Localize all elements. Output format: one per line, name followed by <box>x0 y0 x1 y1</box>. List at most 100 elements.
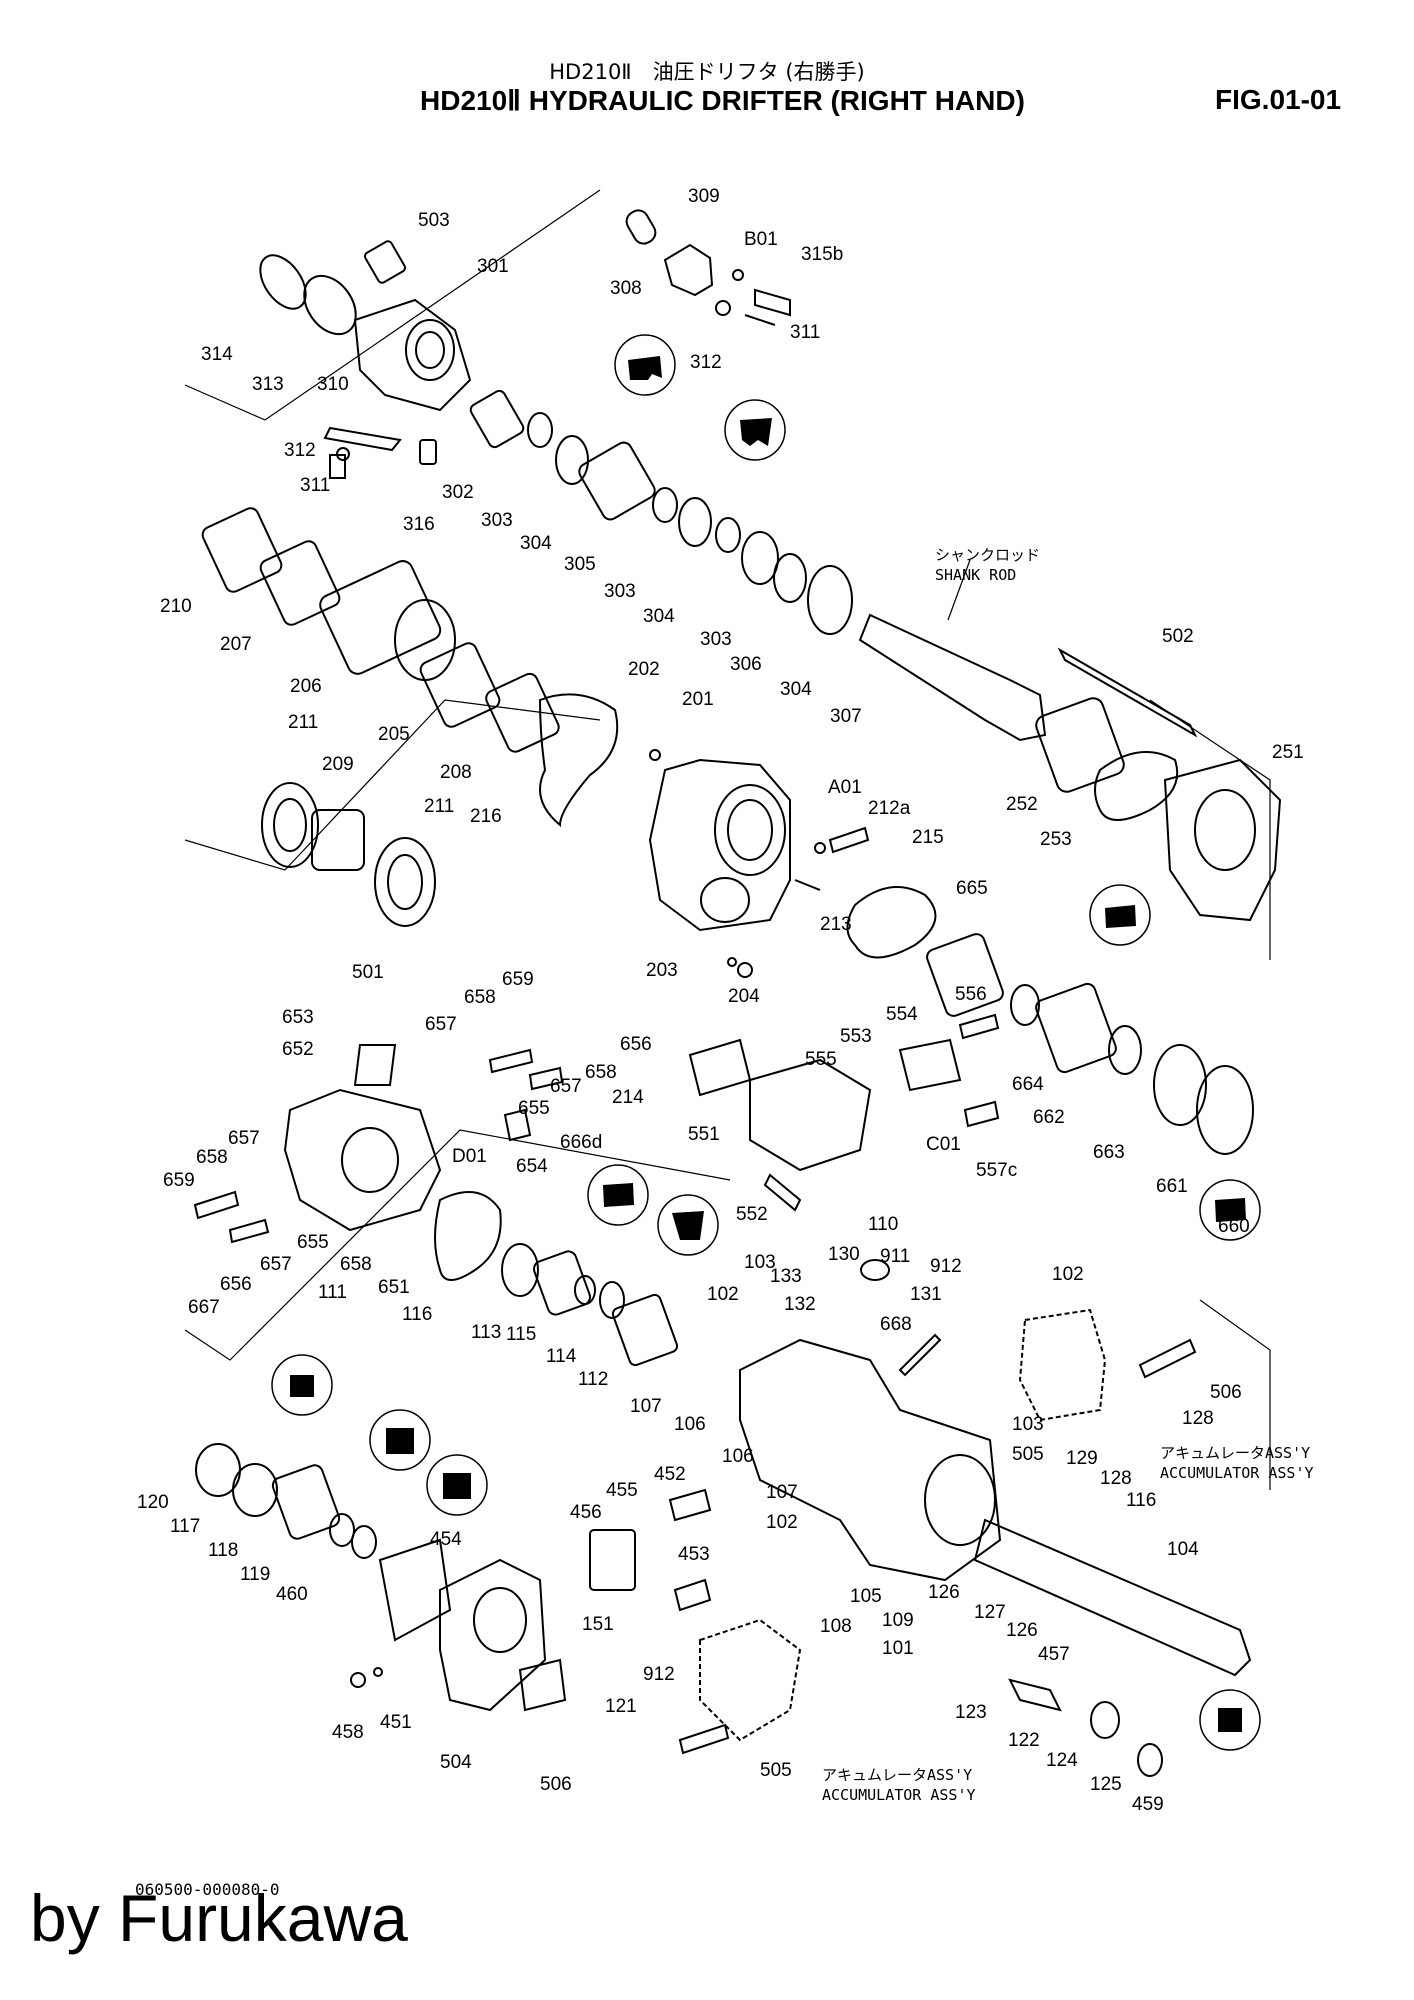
front-cover-group <box>648 749 937 978</box>
callout-label: 105 <box>850 1586 882 1607</box>
assembly-line-mid1 <box>184 699 601 871</box>
callout-label: 458 <box>332 1722 364 1743</box>
callout-label: 132 <box>784 1294 816 1315</box>
part-outline <box>527 412 553 448</box>
seal-bubble-9 <box>426 1454 488 1516</box>
callout-label: 664 <box>1012 1074 1044 1095</box>
callout-label: 209 <box>322 754 354 775</box>
callout-label: 102 <box>766 1512 798 1533</box>
gasket-460 <box>378 1538 452 1642</box>
callout-label: 303 <box>604 581 636 602</box>
callout-label: 110 <box>868 1214 898 1235</box>
part-outline <box>386 1428 414 1454</box>
callout-label: 651 <box>378 1277 410 1298</box>
back-head-651 <box>283 1088 442 1232</box>
bolt-552 <box>763 1173 802 1212</box>
callout-label: 657 <box>550 1076 582 1097</box>
needle-bearing-210 <box>201 507 283 593</box>
callout-label: 459 <box>1132 1794 1164 1815</box>
callout-label: 109 <box>882 1610 914 1631</box>
bush-503 <box>363 240 407 284</box>
callout-label: 911 <box>880 1246 910 1267</box>
callout-label: 666d <box>560 1132 602 1153</box>
piston-151 <box>973 1518 1252 1677</box>
callout-label: 505 <box>1012 1444 1044 1465</box>
gasket-216 <box>538 693 619 828</box>
callout-label: 113 <box>471 1322 501 1343</box>
callout-label: 554 <box>886 1004 918 1025</box>
block-452 <box>589 1529 636 1591</box>
part-outline <box>924 1454 996 1546</box>
bush-313 <box>303 274 357 336</box>
callout-label: 133 <box>770 1266 802 1287</box>
callout-label: 216 <box>470 806 502 827</box>
callout-label: 312 <box>690 352 722 373</box>
callout-label: D01 <box>452 1146 487 1167</box>
callout-label: 128 <box>1100 1468 1132 1489</box>
title-english: HD210Ⅱ HYDRAULIC DRIFTER (RIGHT HAND) <box>420 85 1025 116</box>
cover-308 <box>663 243 714 297</box>
shank-rod-label-en: SHANK ROD <box>935 566 1016 584</box>
callout-label: 303 <box>700 629 732 650</box>
callout-label: 453 <box>678 1544 710 1565</box>
cylinder-group <box>739 1259 1252 1777</box>
callout-label: 206 <box>290 676 322 697</box>
callout-label: 660 <box>1218 1216 1250 1237</box>
callout-label: 106 <box>674 1414 706 1435</box>
part-outline <box>1196 1065 1254 1155</box>
callout-label: 120 <box>137 1492 169 1513</box>
part-outline <box>672 1211 704 1240</box>
callout-label: 656 <box>220 1274 252 1295</box>
gear-209 <box>311 809 365 871</box>
title-japanese: HD210Ⅱ 油圧ドリフタ (右勝手) <box>549 60 865 84</box>
part-outline <box>741 531 779 585</box>
bolt-505-right <box>1138 1338 1197 1379</box>
plug-656-a <box>528 1066 564 1091</box>
callout-label: 302 <box>442 482 474 503</box>
callout-label: 658 <box>196 1147 228 1168</box>
callout-label: 211 <box>288 712 318 733</box>
bolt-504 <box>518 1658 567 1712</box>
fitting-455 <box>668 1488 712 1522</box>
callout-label: 654 <box>516 1156 548 1177</box>
callout-label: 652 <box>282 1039 314 1060</box>
callout-label: 128 <box>1182 1408 1214 1429</box>
seal-bubble-2 <box>724 399 786 461</box>
part-outline <box>1108 1025 1142 1075</box>
bolt-556 <box>958 1013 1000 1040</box>
rotation-group <box>201 507 619 927</box>
seal-bubble-1 <box>614 334 676 396</box>
sleeve-117 <box>271 1464 341 1540</box>
part-outline <box>1153 1044 1207 1126</box>
callout-label: 304 <box>520 533 552 554</box>
bolt-505-bottom <box>678 1723 730 1755</box>
callout-label: 455 <box>606 1480 638 1501</box>
bush-205 <box>419 642 501 728</box>
callout-label: 454 <box>430 1529 462 1550</box>
gasket-214 <box>688 1038 752 1097</box>
part-outline <box>773 553 807 603</box>
callout-label: 307 <box>830 706 862 727</box>
callout-label: 118 <box>208 1540 238 1561</box>
part-outline <box>341 1127 399 1193</box>
part-outline <box>273 798 307 852</box>
callout-label: 311 <box>790 322 820 343</box>
seal-bubble-7 <box>271 1354 333 1416</box>
accumulator-label-en-right: ACCUMULATOR ASS'Y <box>1160 1464 1314 1482</box>
callout-label: 653 <box>282 1007 314 1028</box>
part-outline <box>678 497 712 547</box>
part-outline <box>1105 905 1136 928</box>
chuck-208 <box>485 672 560 753</box>
callout-label: 456 <box>570 1502 602 1523</box>
callout-label: 107 <box>766 1482 798 1503</box>
callout-label: 129 <box>1066 1448 1098 1469</box>
callout-label: 555 <box>805 1049 837 1070</box>
part-outline <box>387 854 423 910</box>
motor-551 <box>749 1058 872 1172</box>
callout-labels: 309 503 B01 301 315b 308 311 314 313 310… <box>137 186 1314 1815</box>
callout-label: 452 <box>654 1464 686 1485</box>
pin-309 <box>625 209 657 245</box>
part-outline <box>727 799 773 861</box>
assembly-line-acc <box>1199 1299 1271 1490</box>
